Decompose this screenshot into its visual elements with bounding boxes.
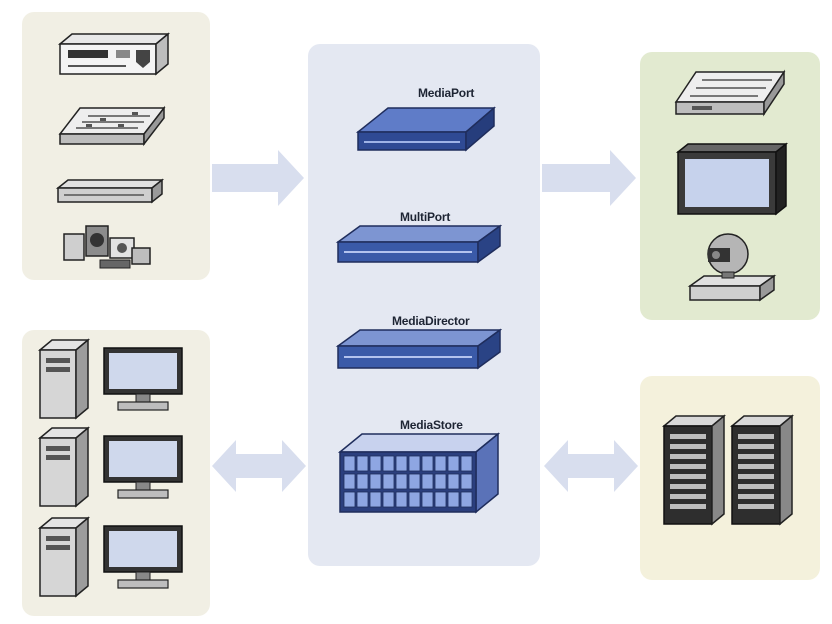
- robotic-camera-icon: [687, 233, 777, 302]
- multiport-label: MultiPort: [400, 210, 451, 224]
- output-arrow: [542, 150, 636, 206]
- vcr-deck-icon: [57, 32, 171, 76]
- rack-unit-icon: [55, 178, 165, 204]
- control-panel-icon: [674, 69, 786, 117]
- workstation-bidirectional-arrow: [212, 440, 306, 492]
- tower-pc-icon: [37, 338, 91, 420]
- mediastore-device-icon: [337, 432, 500, 514]
- tower-pc-icon: [37, 426, 91, 508]
- display-monitor-icon: [675, 142, 789, 216]
- camera-equipment-icon: [63, 225, 151, 269]
- server-tower-icon: [729, 414, 795, 526]
- lcd-monitor-icon: [103, 347, 183, 411]
- lcd-monitor-icon: [103, 525, 183, 589]
- mediaport-label: MediaPort: [418, 86, 475, 100]
- mediadirector-device-icon: [335, 328, 502, 370]
- mediaport-device-icon: [355, 106, 496, 152]
- mediadirector-label: MediaDirector: [392, 314, 470, 328]
- server-bidirectional-arrow: [544, 440, 638, 492]
- input-arrow: [212, 150, 304, 206]
- server-tower-icon: [661, 414, 727, 526]
- tower-pc-icon: [37, 516, 91, 598]
- mediastore-label: MediaStore: [400, 418, 463, 432]
- lcd-monitor-icon: [103, 435, 183, 499]
- switcher-keyboard-icon: [58, 105, 166, 147]
- multiport-device-icon: [335, 224, 502, 264]
